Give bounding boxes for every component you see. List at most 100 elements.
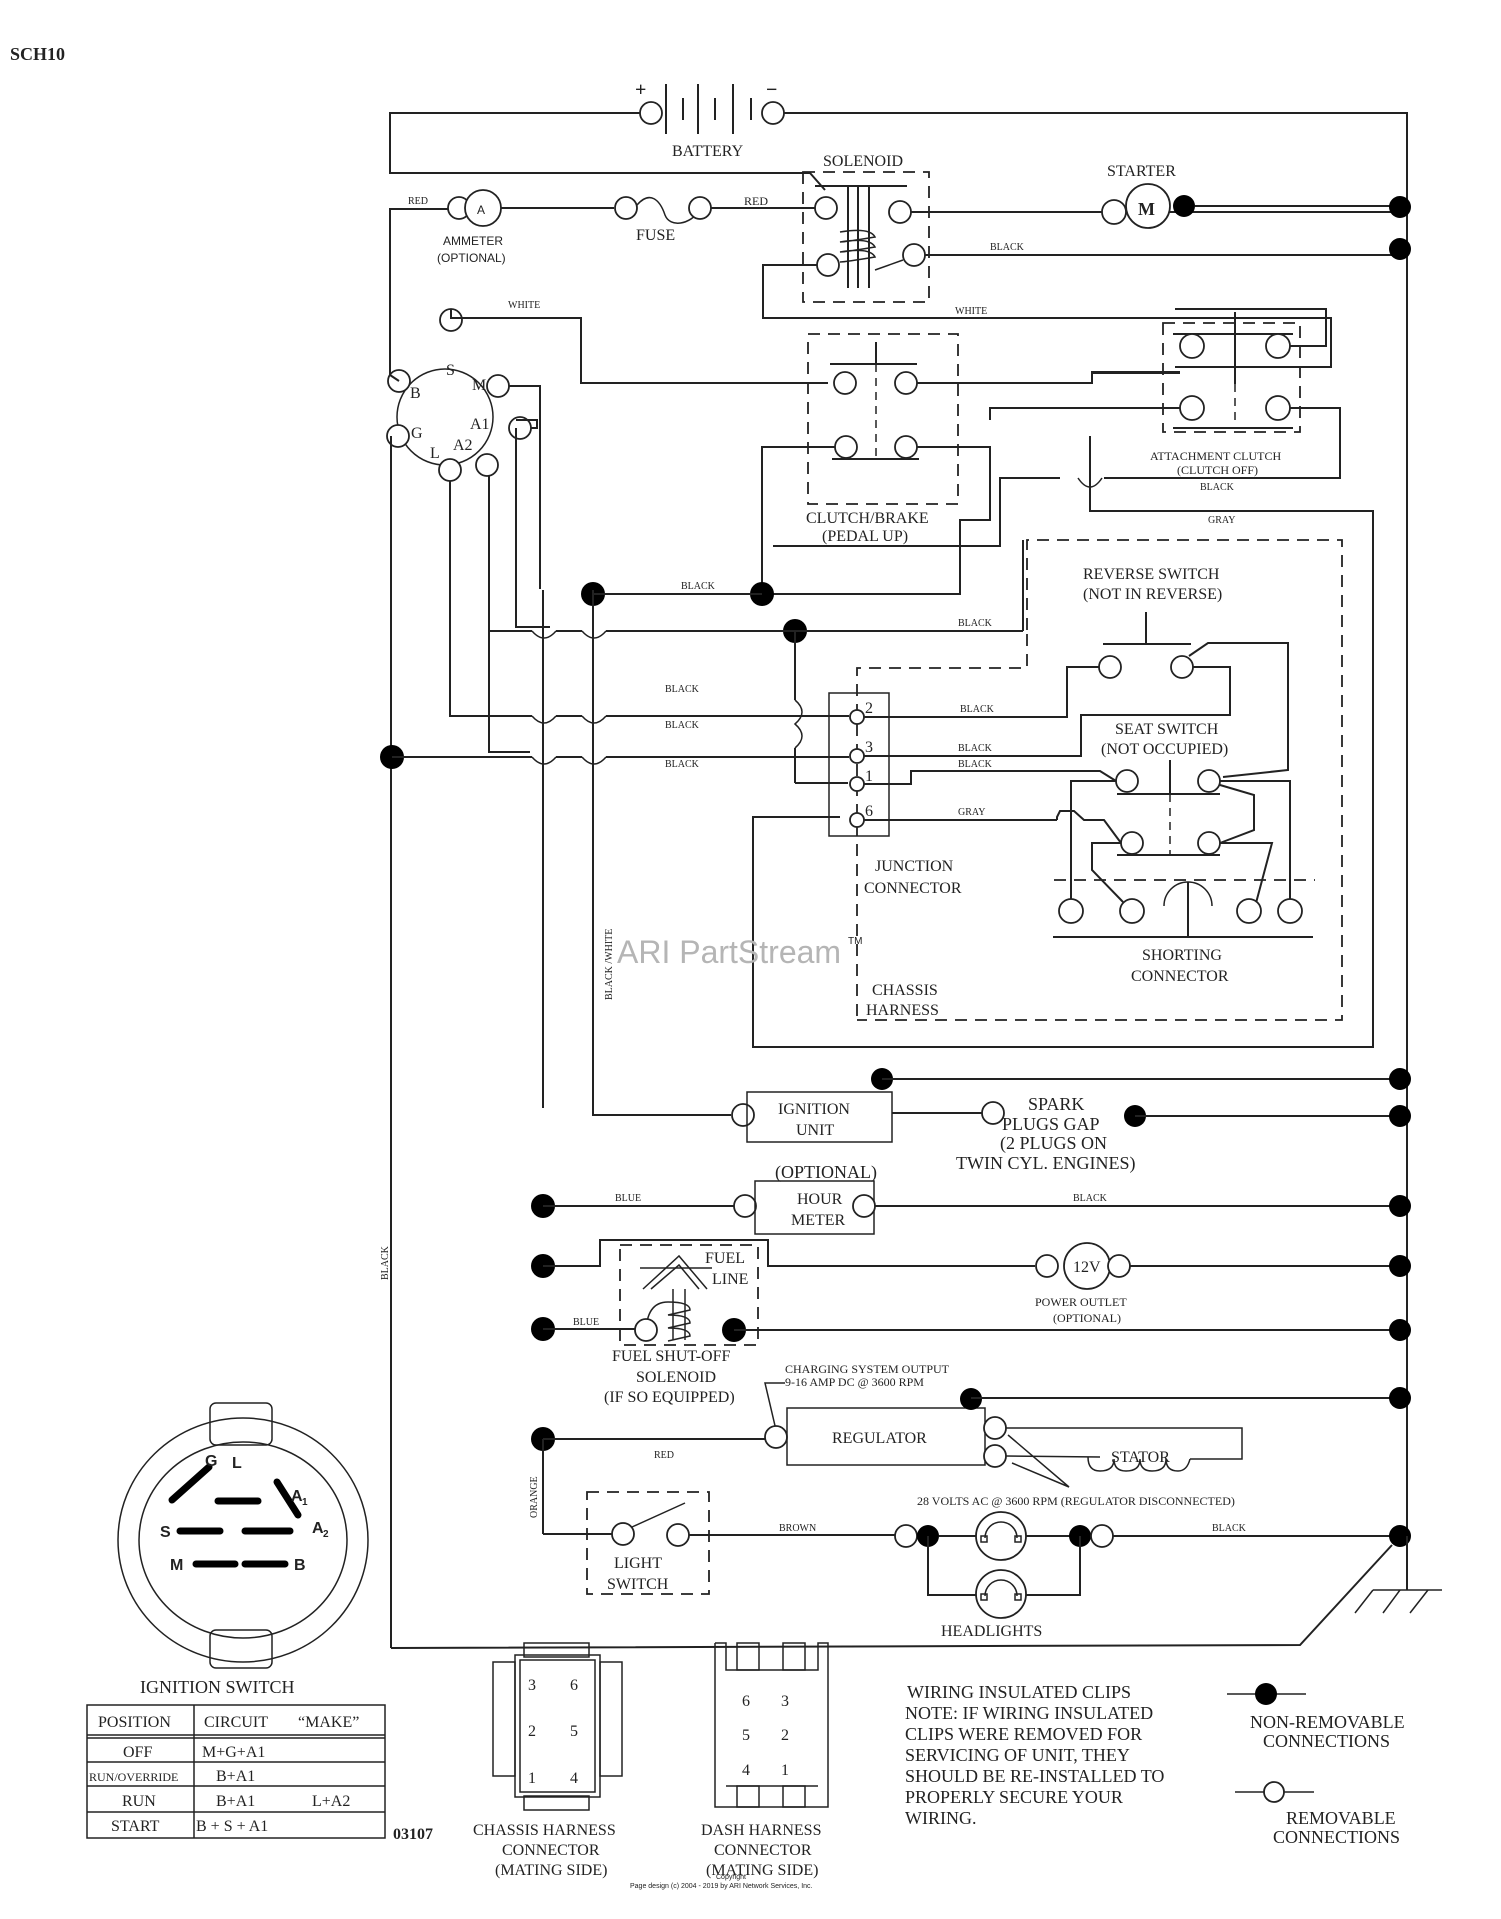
table-row: OFF M+G+A1 [123, 1744, 265, 1761]
svg-text:2: 2 [781, 1727, 789, 1744]
spark-plugs-line3: (2 PLUGS ON [1000, 1133, 1107, 1154]
clutch-brake-switch: CLUTCH/BRAKE (PEDAL UP) [761, 333, 1180, 595]
legend-non-removable-line1: NON-REMOVABLE [1250, 1712, 1405, 1732]
copyright-line2: Page design (c) 2004 - 2019 by ARI Netwo… [630, 1883, 813, 1890]
watermark: ARI PartStream [617, 934, 841, 970]
starter: M STARTER [911, 163, 1411, 260]
wire-label-white-left: WHITE [508, 300, 540, 311]
fuel-line-label: LINE [712, 1271, 748, 1288]
svg-text:6: 6 [570, 1677, 578, 1694]
chassis-harness-sub-label: HARNESS [866, 1002, 939, 1019]
removable-connection-icon [1263, 1781, 1285, 1803]
copyright-line1: Copyright [716, 1874, 746, 1881]
svg-text:RUN: RUN [122, 1793, 156, 1810]
svg-text:CLIPS WERE REMOVED FOR: CLIPS WERE REMOVED FOR [905, 1724, 1142, 1744]
regulator: CHARGING SYSTEM OUTPUT 9-16 AMP DC @ 360… [531, 1362, 1411, 1508]
ignition-unit-label: IGNITION [778, 1101, 850, 1118]
battery-label: BATTERY [672, 143, 744, 160]
fuel-solenoid-sub-label: SOLENOID [636, 1369, 716, 1386]
wire-label-black-white: BLACK /WHITE [604, 929, 615, 1000]
ignition-switch-table: POSITION CIRCUIT “MAKE” OFF M+G+A1 RUN/O… [86, 1704, 433, 1843]
wire-label-gray-top: GRAY [1208, 515, 1235, 526]
svg-text:1: 1 [781, 1762, 789, 1779]
junction-connector-sub-label: CONNECTOR [864, 880, 962, 897]
power-outlet-label: POWER OUTLET [1035, 1295, 1127, 1309]
svg-text:12V: 12V [1073, 1259, 1101, 1276]
svg-text:A: A [291, 1488, 303, 1505]
svg-text:6: 6 [742, 1693, 750, 1710]
svg-text:1: 1 [302, 1497, 308, 1508]
attachment-clutch-label: ATTACHMENT CLUTCH [1150, 449, 1281, 463]
wire-label-red: RED [408, 196, 428, 207]
battery: + − BATTERY [389, 79, 1408, 1548]
lighting-circuit: ORANGE LIGHT SWITCH BROWN BLACK HEADLIGH… [529, 1439, 1411, 1640]
ignition-switch-title: IGNITION SWITCH [140, 1677, 294, 1697]
dash-connector-title1: DASH HARNESS [701, 1822, 821, 1839]
ammeter-sub-label: (OPTIONAL) [437, 251, 506, 265]
shorting-connector: SHORTING CONNECTOR [1053, 879, 1315, 985]
svg-text:2: 2 [323, 1529, 329, 1540]
svg-text:3: 3 [865, 739, 873, 756]
drawing-number: 03107 [393, 1826, 433, 1843]
table-header-position: POSITION [98, 1714, 171, 1731]
wire-label-red-2: RED [744, 194, 768, 208]
hour-meter-sub-label: METER [791, 1212, 846, 1229]
ammeter-label: AMMETER [443, 234, 503, 248]
svg-text:WIRING.: WIRING. [905, 1808, 976, 1828]
svg-text:NOTE: IF WIRING INSULATED: NOTE: IF WIRING INSULATED [905, 1703, 1153, 1723]
wire-label-black-l2: BLACK [665, 720, 700, 731]
svg-text:S: S [446, 362, 455, 379]
fuel-shutoff-solenoid: FUEL LINE BLUE FUEL SHUT-OFF SOLENOID (I… [531, 1239, 1411, 1406]
ignition-unit: IGNITION UNIT SPARK PLUGS GAP (2 PLUGS O… [592, 1068, 1411, 1174]
wire-label-black-solenoid: BLACK [990, 242, 1025, 253]
table-row: START B + S + A1 [111, 1818, 268, 1835]
fuse-icon [636, 196, 701, 224]
svg-text:4: 4 [742, 1762, 750, 1779]
chassis-connector-title2: CONNECTOR [502, 1842, 600, 1859]
shorting-connector-label: SHORTING [1142, 947, 1222, 964]
svg-text:M+G+A1: M+G+A1 [202, 1744, 265, 1761]
charging-output-note2: 9-16 AMP DC @ 3600 RPM [785, 1375, 924, 1389]
svg-text:G: G [205, 1453, 217, 1470]
stator-label: STATOR [1111, 1449, 1170, 1466]
table-row: RUN B+A1 L+A2 [122, 1793, 350, 1810]
fuel-solenoid-sub2-label: (IF SO EQUIPPED) [604, 1389, 735, 1406]
battery-negative-terminal [761, 101, 785, 125]
battery-positive-terminal [639, 101, 663, 125]
svg-text:A: A [477, 203, 485, 217]
wire-label-black-clutch: BLACK [681, 581, 716, 592]
chassis-connector-title3: (MATING SIDE) [495, 1862, 607, 1879]
svg-text:5: 5 [742, 1727, 750, 1744]
non-removable-connection-icon [1255, 1683, 1277, 1705]
svg-text:5: 5 [570, 1723, 578, 1740]
svg-text:M: M [472, 377, 486, 394]
seat-switch: SEAT SWITCH (NOT OCCUPIED) [1056, 721, 1291, 905]
chassis-harness: CHASSIS HARNESS [857, 539, 1343, 1021]
ammeter-fuse-circuit: RED A AMMETER (OPTIONAL) FUSE RED [389, 189, 815, 375]
schematic-code: SCH10 [10, 44, 65, 64]
svg-text:L+A2: L+A2 [312, 1793, 350, 1810]
svg-text:B + S + A1: B + S + A1 [196, 1818, 268, 1835]
clutch-brake-sub-label: (PEDAL UP) [822, 528, 908, 545]
ignition-unit-sub-label: UNIT [796, 1122, 834, 1139]
reverse-switch: REVERSE SWITCH (NOT IN REVERSE) [1060, 566, 1289, 778]
svg-text:1: 1 [865, 768, 873, 785]
charging-output-note1: CHARGING SYSTEM OUTPUT [785, 1362, 950, 1376]
wire-label-black-l3: BLACK [665, 759, 700, 770]
svg-text:RUN/OVERRIDE: RUN/OVERRIDE [89, 1770, 178, 1784]
battery-plus-sign: + [635, 79, 646, 101]
svg-text:3: 3 [781, 1693, 789, 1710]
shorting-connector-sub-label: CONNECTOR [1131, 968, 1229, 985]
svg-text:A: A [312, 1520, 324, 1537]
light-switch-sub-label: SWITCH [607, 1576, 669, 1593]
svg-text:3: 3 [528, 1677, 536, 1694]
attachment-clutch-sub-label: (CLUTCH OFF) [1177, 463, 1258, 477]
svg-text:2: 2 [528, 1723, 536, 1740]
legend: NON-REMOVABLE CONNECTIONS REMOVABLE CONN… [1227, 1683, 1405, 1847]
legend-non-removable-line2: CONNECTIONS [1263, 1731, 1390, 1751]
svg-text:PROPERLY SECURE YOUR: PROPERLY SECURE YOUR [905, 1787, 1123, 1807]
dash-connector-title3: (MATING SIDE) [706, 1862, 818, 1879]
svg-text:L: L [232, 1455, 242, 1472]
spark-plugs-line1: SPARK [1028, 1094, 1084, 1114]
svg-text:B: B [410, 385, 421, 402]
